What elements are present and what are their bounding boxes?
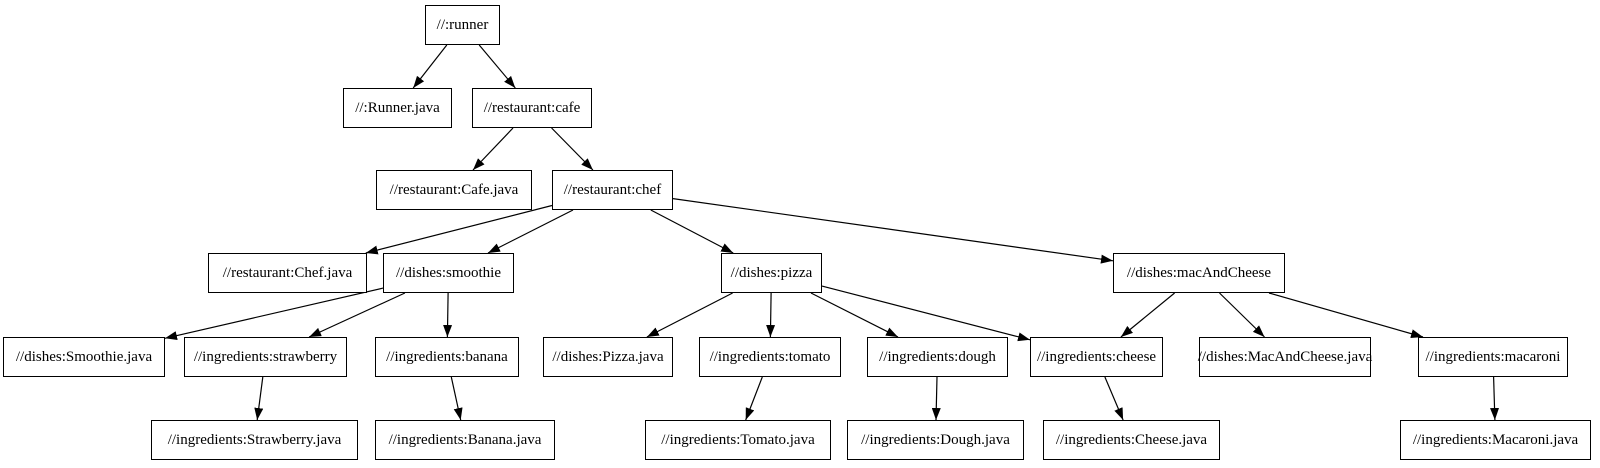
node-pizza-java: //dishes:Pizza.java	[543, 337, 673, 377]
edge-mac-and-cheese-to-mac-and-cheese-java	[1219, 292, 1265, 338]
node-label: //restaurant:cafe	[483, 99, 581, 116]
edge-pizza-to-dough	[810, 292, 899, 338]
node-chef: //restaurant:chef	[552, 170, 673, 210]
node-label: //ingredients:tomato	[709, 348, 831, 365]
node-tomato: //ingredients:tomato	[699, 337, 841, 377]
edge-pizza-to-cheese	[821, 285, 1031, 342]
node-label: //ingredients:Dough.java	[861, 431, 1010, 448]
edge-strawberry-to-strawberry-java	[254, 376, 264, 421]
node-cheese: //ingredients:cheese	[1030, 337, 1163, 377]
node-macaroni-java: //ingredients:Macaroni.java	[1400, 420, 1591, 460]
node-label: //dishes:smoothie	[396, 264, 501, 281]
edge-smoothie-to-strawberry	[308, 292, 406, 338]
edge-smoothie-to-smoothie-java	[164, 287, 384, 340]
node-macaroni: //ingredients:macaroni	[1418, 337, 1568, 377]
edge-chef-to-chef-java	[365, 204, 553, 255]
node-label: //restaurant:chef	[563, 181, 662, 198]
edge-cafe-to-cafe-java	[472, 127, 514, 171]
node-label: //dishes:Smoothie.java	[15, 348, 153, 365]
edge-pizza-to-pizza-java	[646, 292, 733, 338]
node-cafe: //restaurant:cafe	[472, 88, 592, 128]
node-cafe-java: //restaurant:Cafe.java	[376, 170, 532, 210]
edge-banana-to-banana-java	[450, 376, 463, 421]
node-label: //restaurant:Chef.java	[222, 264, 353, 281]
edge-runner-to-cafe	[478, 44, 516, 89]
node-strawberry: //ingredients:strawberry	[184, 337, 347, 377]
node-label: //dishes:Pizza.java	[552, 348, 664, 365]
node-label: //dishes:MacAndCheese.java	[1197, 348, 1373, 365]
edge-smoothie-to-banana	[443, 292, 453, 338]
node-cheese-java: //ingredients:Cheese.java	[1043, 420, 1220, 460]
node-label: //ingredients:banana	[386, 348, 508, 365]
node-label: //restaurant:Cafe.java	[389, 181, 519, 198]
node-banana: //ingredients:banana	[375, 337, 519, 377]
node-runner: //:runner	[425, 5, 500, 45]
node-label: //ingredients:Strawberry.java	[167, 431, 342, 448]
node-banana-java: //ingredients:Banana.java	[375, 420, 555, 460]
edge-runner-to-runner-java	[412, 44, 448, 89]
edge-chef-to-mac-and-cheese	[672, 198, 1114, 264]
node-label: //ingredients:dough	[879, 348, 996, 365]
node-label: //ingredients:cheese	[1036, 348, 1157, 365]
node-label: //ingredients:Macaroni.java	[1412, 431, 1579, 448]
node-pizza: //dishes:pizza	[721, 253, 822, 293]
node-runner-java: //:Runner.java	[343, 88, 452, 128]
node-label: //dishes:pizza	[730, 264, 813, 281]
edge-chef-to-smoothie	[487, 209, 574, 254]
node-label: //ingredients:Cheese.java	[1055, 431, 1208, 448]
node-strawberry-java: //ingredients:Strawberry.java	[151, 420, 358, 460]
edge-mac-and-cheese-to-macaroni	[1268, 292, 1424, 339]
node-mac-and-cheese: //dishes:macAndCheese	[1113, 253, 1285, 293]
node-smoothie: //dishes:smoothie	[383, 253, 514, 293]
edge-cheese-to-cheese-java	[1104, 376, 1124, 421]
node-label: //:Runner.java	[355, 99, 440, 116]
node-dough-java: //ingredients:Dough.java	[847, 420, 1024, 460]
edge-cafe-to-chef	[551, 127, 594, 171]
node-tomato-java: //ingredients:Tomato.java	[645, 420, 831, 460]
node-label: //dishes:macAndCheese	[1126, 264, 1272, 281]
node-smoothie-java: //dishes:Smoothie.java	[3, 337, 165, 377]
node-mac-and-cheese-java: //dishes:MacAndCheese.java	[1198, 337, 1372, 377]
node-label: //ingredients:Tomato.java	[661, 431, 815, 448]
edge-mac-and-cheese-to-cheese	[1120, 292, 1175, 338]
edge-tomato-to-tomato-java	[745, 376, 763, 421]
node-label: //ingredients:macaroni	[1425, 348, 1561, 365]
edge-dough-to-dough-java	[931, 376, 941, 421]
node-dough: //ingredients:dough	[867, 337, 1008, 377]
edge-macaroni-to-macaroni-java	[1490, 376, 1500, 421]
edge-pizza-to-tomato	[766, 292, 776, 338]
node-label: //ingredients:Banana.java	[388, 431, 542, 448]
node-label: //ingredients:strawberry	[193, 348, 338, 365]
node-chef-java: //restaurant:Chef.java	[208, 253, 367, 293]
node-label: //:runner	[436, 16, 489, 33]
edge-chef-to-pizza	[650, 209, 734, 254]
